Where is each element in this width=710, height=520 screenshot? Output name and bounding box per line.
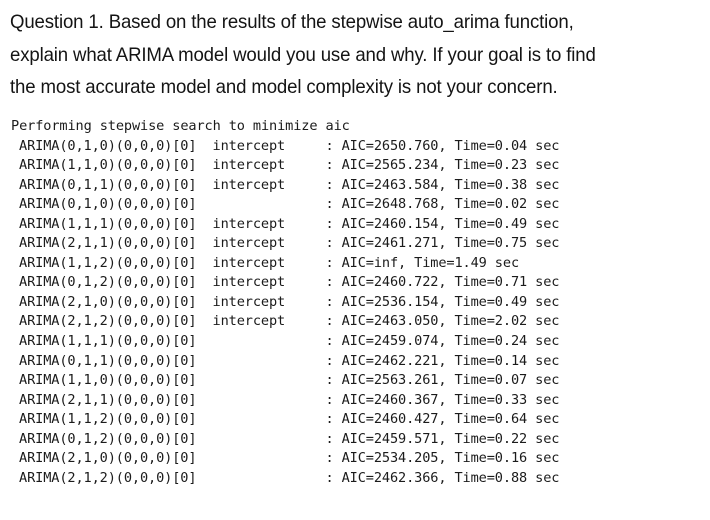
column-separator: :: [325, 254, 342, 271]
arima-model-spec: ARIMA(2,1,2)(0,0,0)[0]: [19, 313, 213, 330]
arima-model-spec: ARIMA(0,1,1)(0,0,0)[0]: [19, 176, 213, 193]
console-row: ARIMA(0,1,0)(0,0,0)[0] : AIC=2648.768, T…: [0, 195, 710, 215]
column-separator: :: [325, 469, 342, 486]
console-row: ARIMA(2,1,0)(0,0,0)[0] : AIC=2534.205, T…: [0, 449, 710, 469]
column-separator: :: [325, 430, 342, 447]
arima-model-spec: ARIMA(1,1,1)(0,0,0)[0]: [19, 333, 213, 350]
intercept-flag: [213, 450, 326, 466]
question-prompt: Question 1. Based on the results of the …: [10, 6, 704, 104]
aic-time-metrics: AIC=2460.427, Time=0.64 sec: [341, 411, 560, 428]
intercept-flag: [213, 431, 326, 447]
aic-time-metrics: AIC=inf, Time=1.49 sec: [341, 254, 520, 271]
console-header-line: Performing stepwise search to minimize a…: [11, 118, 350, 134]
console-row: ARIMA(1,1,2)(0,0,0)[0] intercept : AIC=i…: [0, 254, 710, 274]
aic-time-metrics: AIC=2460.154, Time=0.49 sec: [341, 215, 560, 232]
intercept-flag: [213, 470, 326, 486]
console-row: ARIMA(1,1,0)(0,0,0)[0] intercept : AIC=2…: [0, 156, 710, 176]
console-row: ARIMA(2,1,2)(0,0,0)[0] intercept : AIC=2…: [0, 312, 710, 332]
column-separator: :: [325, 293, 342, 310]
intercept-flag: [213, 372, 326, 388]
aic-time-metrics: AIC=2536.154, Time=0.49 sec: [341, 293, 560, 310]
aic-time-metrics: AIC=2460.367, Time=0.33 sec: [341, 391, 560, 408]
intercept-flag: intercept: [212, 274, 326, 291]
arima-model-spec: ARIMA(0,1,2)(0,0,0)[0]: [19, 430, 213, 447]
column-separator: :: [325, 157, 342, 174]
question-line-2: explain what ARIMA model would you use a…: [10, 43, 596, 66]
question-line-1: Question 1. Based on the results of the …: [10, 11, 574, 33]
aic-time-metrics: AIC=2534.205, Time=0.16 sec: [341, 450, 560, 467]
console-row: ARIMA(0,1,2)(0,0,0)[0] intercept : AIC=2…: [0, 273, 710, 293]
arima-model-spec: ARIMA(1,1,0)(0,0,0)[0]: [19, 372, 213, 389]
intercept-flag: [213, 196, 326, 212]
intercept-flag: intercept: [212, 254, 326, 271]
intercept-flag: intercept: [212, 293, 326, 310]
console-row: ARIMA(1,1,1)(0,0,0)[0] intercept : AIC=2…: [0, 215, 710, 235]
intercept-flag: intercept: [212, 235, 326, 252]
arima-model-spec: ARIMA(2,1,1)(0,0,0)[0]: [19, 235, 213, 252]
console-row: ARIMA(2,1,1)(0,0,0)[0] : AIC=2460.367, T…: [0, 391, 710, 411]
aic-time-metrics: AIC=2462.366, Time=0.88 sec: [341, 469, 560, 486]
console-row: ARIMA(0,1,0)(0,0,0)[0] intercept : AIC=2…: [0, 137, 710, 157]
intercept-flag: intercept: [212, 313, 326, 330]
console-row: ARIMA(1,1,0)(0,0,0)[0] : AIC=2563.261, T…: [0, 371, 710, 391]
aic-time-metrics: AIC=2462.221, Time=0.14 sec: [341, 352, 560, 369]
column-separator: :: [325, 196, 342, 213]
console-row: ARIMA(0,1,2)(0,0,0)[0] : AIC=2459.571, T…: [0, 430, 710, 450]
column-separator: :: [325, 391, 342, 408]
column-separator: :: [325, 235, 342, 252]
console-row: ARIMA(1,1,2)(0,0,0)[0] : AIC=2460.427, T…: [0, 410, 710, 430]
aic-time-metrics: AIC=2565.234, Time=0.23 sec: [341, 157, 560, 174]
aic-time-metrics: AIC=2463.584, Time=0.38 sec: [341, 176, 560, 193]
intercept-flag: intercept: [212, 157, 326, 174]
column-separator: :: [325, 313, 342, 330]
intercept-flag: [213, 353, 326, 369]
console-row: ARIMA(1,1,1)(0,0,0)[0] : AIC=2459.074, T…: [0, 332, 710, 352]
aic-time-metrics: AIC=2463.050, Time=2.02 sec: [341, 313, 560, 330]
question-line-3: the most accurate model and model comple…: [10, 76, 558, 98]
intercept-flag: intercept: [212, 137, 326, 154]
arima-model-spec: ARIMA(1,1,2)(0,0,0)[0]: [19, 254, 213, 271]
console-row: ARIMA(2,1,2)(0,0,0)[0] : AIC=2462.366, T…: [0, 469, 710, 489]
column-separator: :: [325, 411, 342, 428]
intercept-flag: intercept: [212, 176, 326, 193]
arima-model-spec: ARIMA(2,1,2)(0,0,0)[0]: [19, 469, 213, 486]
aic-time-metrics: AIC=2459.074, Time=0.24 sec: [341, 333, 560, 350]
arima-model-spec: ARIMA(0,1,0)(0,0,0)[0]: [19, 137, 213, 154]
intercept-flag: [213, 392, 326, 408]
arima-model-spec: ARIMA(1,1,2)(0,0,0)[0]: [19, 411, 213, 428]
arima-model-spec: ARIMA(1,1,1)(0,0,0)[0]: [19, 215, 213, 232]
aic-time-metrics: AIC=2459.571, Time=0.22 sec: [341, 430, 560, 447]
aic-time-metrics: AIC=2460.722, Time=0.71 sec: [341, 274, 560, 291]
arima-model-spec: ARIMA(1,1,0)(0,0,0)[0]: [19, 157, 213, 174]
arima-model-spec: ARIMA(0,1,2)(0,0,0)[0]: [19, 274, 213, 291]
arima-model-spec: ARIMA(0,1,0)(0,0,0)[0]: [19, 196, 213, 213]
column-separator: :: [325, 137, 342, 154]
arima-model-spec: ARIMA(2,1,0)(0,0,0)[0]: [19, 450, 213, 467]
console-row: ARIMA(2,1,1)(0,0,0)[0] intercept : AIC=2…: [0, 234, 710, 254]
console-row-list: ARIMA(0,1,0)(0,0,0)[0] intercept : AIC=2…: [0, 137, 710, 489]
column-separator: :: [325, 352, 342, 369]
arima-model-spec: ARIMA(0,1,1)(0,0,0)[0]: [19, 352, 213, 369]
arima-model-spec: ARIMA(2,1,1)(0,0,0)[0]: [19, 391, 213, 408]
column-separator: :: [325, 333, 342, 350]
aic-time-metrics: AIC=2461.271, Time=0.75 sec: [341, 235, 560, 252]
console-row: ARIMA(2,1,0)(0,0,0)[0] intercept : AIC=2…: [0, 293, 710, 313]
aic-time-metrics: AIC=2650.760, Time=0.04 sec: [341, 137, 560, 154]
aic-time-metrics: AIC=2563.261, Time=0.07 sec: [341, 372, 560, 389]
intercept-flag: [213, 411, 326, 427]
intercept-flag: intercept: [212, 215, 326, 232]
intercept-flag: [213, 333, 326, 349]
column-separator: :: [325, 274, 342, 291]
console-row: ARIMA(0,1,1)(0,0,0)[0] : AIC=2462.221, T…: [0, 352, 710, 372]
aic-time-metrics: AIC=2648.768, Time=0.02 sec: [341, 196, 560, 213]
column-separator: :: [325, 372, 342, 389]
column-separator: :: [325, 176, 342, 193]
stepwise-search-output: Performing stepwise search to minimize a…: [0, 117, 710, 488]
column-separator: :: [325, 450, 342, 467]
column-separator: :: [325, 215, 342, 232]
console-row: ARIMA(0,1,1)(0,0,0)[0] intercept : AIC=2…: [0, 176, 710, 196]
arima-model-spec: ARIMA(2,1,0)(0,0,0)[0]: [19, 293, 213, 310]
